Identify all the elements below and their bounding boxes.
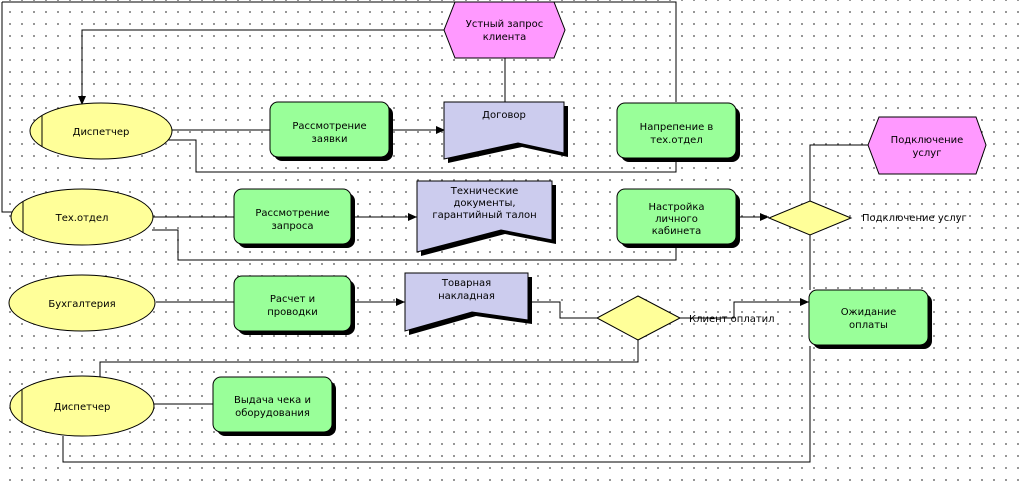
event-connection-line-1: Подключение [891,135,964,146]
document-tech-docs-line-3: гарантийный талон [432,210,536,221]
function-issue-receipt: Выдача чека и оборудования [212,376,336,436]
frame-left-line [1,2,12,213]
function-send-tech-line-1: Напрепение в [640,122,714,133]
function-review-query: Рассмотрение запроса [233,188,355,248]
function-issue-receipt-line-2: оборудования [235,408,310,419]
operator-paid-label: Клиент оплатил [689,314,775,325]
connector-operator-to-event [809,144,868,201]
connector-dispatcher-to-wait [62,346,811,463]
document-contract-label: Договор [482,110,526,121]
connector-tech-to-setup [152,229,677,261]
role-dispatcher-top: Диспетчер [29,102,173,160]
connector-invoice-to-operator [529,301,597,319]
function-wait-payment-line-2: оплаты [849,320,888,331]
function-calc: Расчет и проводки [233,275,355,335]
event-request-line-1: Устный запрос [466,19,543,30]
function-wait-payment: Ожидание оплаты [808,289,932,349]
function-review-request-line-2: заявки [312,134,348,145]
function-setup-account-line-1: Настройка [648,202,704,213]
document-tech-docs-line-2: документы, [453,198,515,209]
function-send-tech: Напрепение в тех.отдел [616,102,740,162]
role-accounting-label: Бухгалтерия [48,299,115,310]
role-tech-label: Тех.отдел [55,213,109,224]
connector-dispatcher-to-send-tech [168,139,677,173]
function-setup-account: Настройка личного кабинета [616,188,740,248]
function-setup-account-line-2: личного [655,214,698,225]
document-contract: Договор [443,101,568,163]
document-invoice-line-2: накладная [438,291,495,302]
function-review-request-line-1: Рассмотрение [292,121,366,132]
operator-connection: Подключение услуг [767,200,967,236]
document-tech-docs-line-1: Технические [450,186,518,197]
function-calc-line-1: Расчет и [270,294,315,305]
event-request: Устный запрос клиента [443,1,566,59]
event-connection-line-2: услуг [913,148,942,159]
function-review-query-line-2: запроса [271,221,313,232]
function-review-request: Рассмотрение заявки [269,101,393,161]
function-setup-account-line-3: кабинета [652,226,701,237]
operator-connection-label: Подключение услуг [862,213,967,224]
document-invoice-line-1: Товарная [441,278,491,289]
frame-top-line [2,1,677,30]
role-dispatcher-bottom-label: Диспетчер [54,402,111,413]
event-connection: Подключение услуг [867,116,987,175]
function-review-query-line-1: Рассмотрение [255,208,329,219]
event-request-line-2: клиента [483,32,527,43]
connector-request-to-dispatcher [78,29,445,105]
function-calc-line-2: проводки [267,307,317,318]
function-wait-payment-line-1: Ожидание [841,307,897,318]
role-tech: Тех.отдел [10,188,154,246]
document-tech-docs: Технические документы, гарантийный талон [416,180,556,256]
function-send-tech-line-2: тех.отдел [650,135,702,146]
connector-paid-to-wait [680,298,809,319]
document-invoice: Товарная накладная [404,272,532,335]
connector-paid-to-dispatcher [99,340,639,378]
function-issue-receipt-line-1: Выдача чека и [234,395,311,406]
role-dispatcher-bottom: Диспетчер [9,375,155,437]
operator-paid: Клиент оплатил [595,295,775,341]
role-dispatcher-top-label: Диспетчер [73,127,130,138]
role-accounting: Бухгалтерия [8,274,156,332]
